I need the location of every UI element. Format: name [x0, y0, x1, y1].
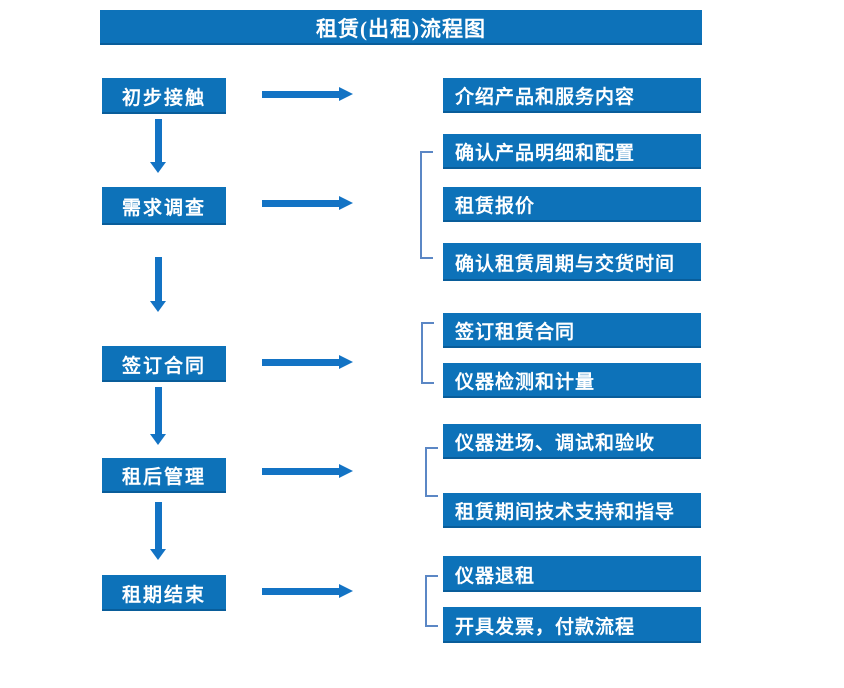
detail-box-sign-rental-contract: 签订租赁合同 — [443, 313, 701, 348]
arrow-head — [150, 549, 166, 560]
stage-box-rental-end: 租期结束 — [102, 575, 226, 611]
arrow-head — [150, 434, 166, 445]
stage-box-demand-survey: 需求调查 — [102, 187, 226, 225]
arrow-head — [339, 584, 353, 598]
group-bracket — [425, 575, 438, 627]
arrow-right-icon — [262, 355, 353, 370]
stage-box-post-rental-management: 租后管理 — [102, 458, 226, 493]
detail-box-confirm-period: 确认租赁周期与交货时间 — [443, 243, 701, 281]
arrow-shaft — [262, 588, 340, 595]
group-bracket — [421, 322, 434, 384]
arrow-shaft — [155, 257, 162, 301]
arrow-shaft — [262, 468, 340, 475]
arrow-shaft — [155, 502, 162, 549]
stage-box-sign-contract: 签订合同 — [102, 346, 226, 382]
detail-box-instrument-testing: 仪器检测和计量 — [443, 363, 701, 398]
arrow-shaft — [262, 91, 340, 98]
arrow-down-icon — [150, 387, 167, 445]
detail-box-instrument-return: 仪器退租 — [443, 556, 701, 592]
arrow-shaft — [262, 200, 340, 207]
arrow-head — [339, 87, 353, 101]
detail-box-rental-quote: 租赁报价 — [443, 187, 701, 222]
arrow-right-icon — [262, 196, 353, 211]
detail-box-introduce-products: 介绍产品和服务内容 — [443, 78, 701, 113]
arrow-shaft — [155, 387, 162, 434]
arrow-right-icon — [262, 87, 353, 102]
arrow-right-icon — [262, 464, 353, 479]
arrow-head — [150, 162, 166, 173]
detail-box-instrument-setup: 仪器进场、调试和验收 — [443, 424, 701, 459]
stage-box-initial-contact: 初步接触 — [102, 78, 226, 114]
arrow-head — [339, 355, 353, 369]
arrow-down-icon — [150, 502, 167, 560]
arrow-shaft — [155, 119, 162, 162]
arrow-right-icon — [262, 584, 353, 599]
arrow-head — [339, 196, 353, 210]
arrow-head — [339, 464, 353, 478]
group-bracket — [425, 447, 438, 497]
arrow-head — [150, 301, 166, 312]
arrow-shaft — [262, 359, 340, 366]
group-bracket — [420, 151, 433, 259]
flowchart-title: 租赁(出租)流程图 — [100, 10, 702, 45]
arrow-down-icon — [150, 119, 167, 173]
detail-box-confirm-details: 确认产品明细和配置 — [443, 134, 701, 169]
detail-box-tech-support: 租赁期间技术支持和指导 — [443, 493, 701, 528]
arrow-down-icon — [150, 257, 167, 312]
detail-box-invoice-payment: 开具发票，付款流程 — [443, 607, 701, 643]
